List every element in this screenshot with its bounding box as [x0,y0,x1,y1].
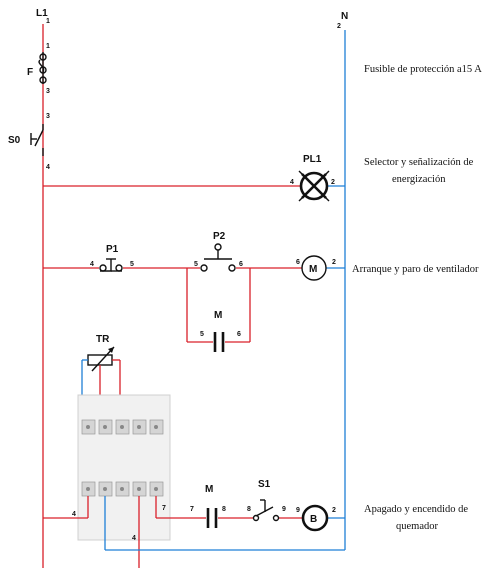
n-label: N [341,11,348,22]
start-button-p2 [200,243,236,272]
s0-terminal-out: 4 [46,164,50,171]
s1-label: S1 [258,479,271,490]
pl1-terminal-out: 2 [331,179,335,186]
relay-terminal-bottom: 4 [132,535,136,542]
p1-label: P1 [106,244,119,255]
motor-terminal-out: 2 [332,259,336,266]
relay-terminal-right: 7 [162,505,166,512]
holding-contact-label: M [214,310,222,321]
holding-contact-m [213,332,225,352]
s0-label: S0 [8,135,21,146]
p1-terminal-out: 5 [130,261,134,268]
fuse-label: F [27,67,33,78]
burner-terminal-in: 9 [296,507,300,514]
holding-terminal-out: 6 [237,331,241,338]
switch-s1 [252,499,280,522]
burner-terminal-out: 2 [332,507,336,514]
fan-motor-m [301,255,327,281]
selector-description-line2: energización [392,174,446,185]
thermostat-tr [87,346,115,372]
n-terminal: 2 [337,23,341,30]
fan-motor-label: M [309,264,317,275]
l1-terminal: 1 [46,18,50,25]
burner-description-line1: Apagado y encendido de [364,504,468,515]
fuse-f [38,52,47,84]
relay-terminal-left: 4 [72,511,76,518]
burner-contact-terminal-in: 7 [190,506,194,513]
fuse-description: Fusible de protección a15 A [364,64,482,75]
pilot-lamp-pl1 [298,170,330,202]
burner-b [301,504,329,532]
fuse-terminal-out: 3 [46,88,50,95]
fuse-terminal-in: 1 [46,43,50,50]
pl1-label: PL1 [303,154,322,165]
s1-terminal-out: 9 [282,506,286,513]
burner-label: B [310,514,317,525]
pl1-terminal-in: 4 [290,179,294,186]
selector-s0 [30,124,44,156]
p2-terminal-out: 6 [239,261,243,268]
temperature-relay [77,394,171,541]
burner-contact-m [206,508,218,528]
s1-terminal-in: 8 [247,506,251,513]
motor-terminal-in: 6 [296,259,300,266]
p2-terminal-in: 5 [194,261,198,268]
selector-description-line1: Selector y señalización de [364,157,474,168]
burner-description-line2: quemador [396,521,438,532]
holding-terminal-in: 5 [200,331,204,338]
fan-description: Arranque y paro de ventilador [352,264,479,275]
s0-terminal-in: 3 [46,113,50,120]
burner-contact-label: M [205,484,213,495]
stop-button-p1 [99,258,123,272]
tr-label: TR [96,334,110,345]
burner-contact-terminal-out: 8 [222,506,226,513]
l1-label: L1 [36,8,48,19]
p1-terminal-in: 4 [90,261,94,268]
p2-label: P2 [213,231,226,242]
